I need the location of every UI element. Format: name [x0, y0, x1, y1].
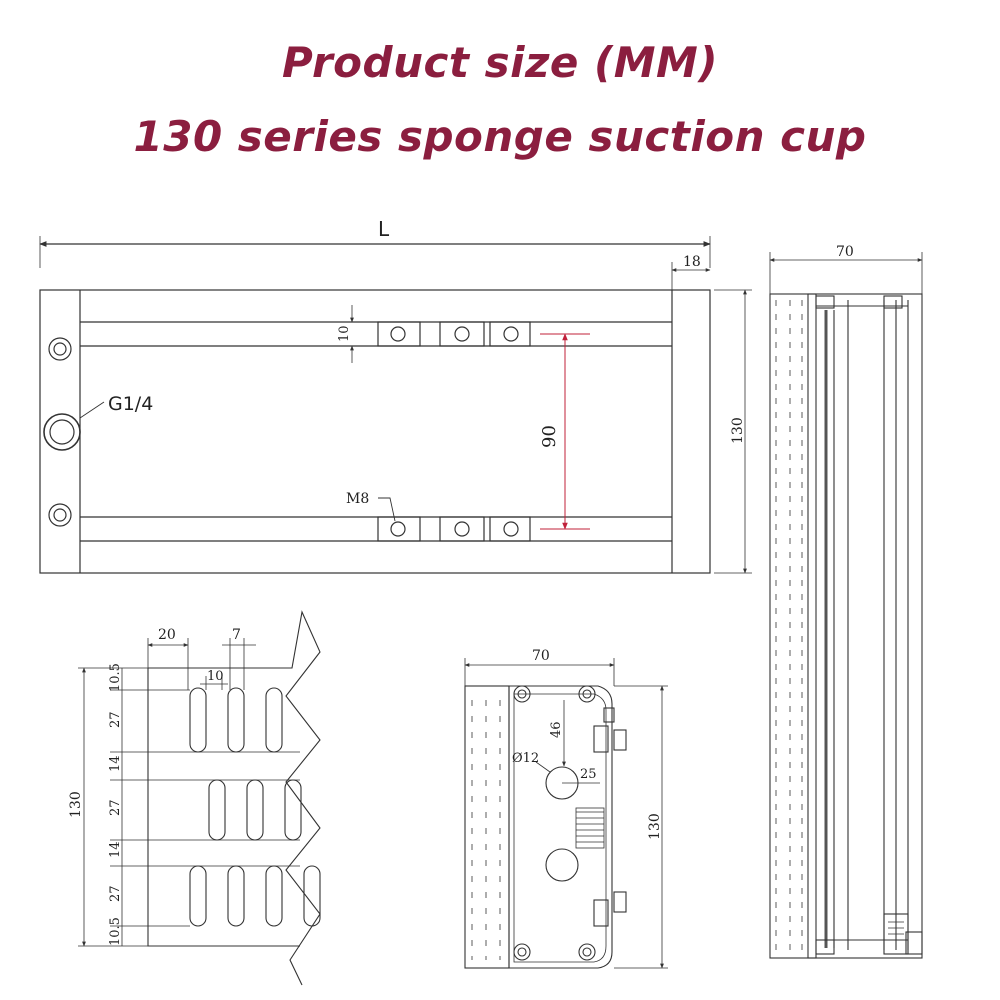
end-width-label: 18: [683, 254, 701, 270]
hole-offset-v-label: 46: [549, 721, 564, 738]
end-view-body: [508, 685, 613, 969]
hole-offset-h-label: 25: [580, 767, 597, 782]
slot-gap-label: 10: [207, 669, 224, 684]
sponge-outline: [147, 610, 321, 986]
mount-hole: [503, 326, 519, 342]
sponge-pattern-view: 20 7 10 130: [68, 610, 321, 986]
rail-width-label: 10: [337, 325, 352, 342]
title-line-1: Product size (MM): [281, 38, 719, 87]
thread-label: M8: [346, 491, 369, 507]
port-label: G1/4: [108, 393, 153, 415]
row-dim-label: 10.5: [108, 663, 123, 692]
side-view-body: [769, 293, 923, 959]
mount-hole: [390, 521, 406, 537]
end-view: 70 46 Ø12 25 130: [464, 648, 668, 969]
end-width-label: 70: [532, 648, 550, 664]
top-view-body: [39, 289, 711, 574]
title-line-2: 130 series sponge suction cup: [133, 112, 867, 161]
side-view: 70: [769, 244, 923, 959]
hole-spacing-label: 90: [539, 425, 560, 448]
top-view: L 18 10: [39, 217, 752, 574]
mount-hole: [454, 521, 470, 537]
row-dim-label: 27: [108, 885, 123, 902]
row-dim-label: 14: [108, 841, 123, 858]
mount-hole: [454, 326, 470, 342]
end-height-label: 130: [647, 813, 663, 840]
pitch-label: 20: [158, 627, 176, 643]
side-width-label: 70: [836, 244, 854, 260]
air-port-icon: [43, 413, 81, 451]
spring-icon: [576, 811, 604, 843]
mount-hole: [503, 521, 519, 537]
row-dim-label: 14: [108, 755, 123, 772]
row-dim-label: 27: [108, 799, 123, 816]
hole-diameter-label: Ø12: [512, 751, 539, 766]
slot-width-label: 7: [232, 627, 241, 643]
row-dim-label: 27: [108, 711, 123, 728]
row-dim-label: 10.5: [108, 917, 123, 946]
length-label: L: [378, 217, 390, 241]
vacuum-hole: [545, 848, 579, 882]
top-height-label: 130: [730, 417, 746, 444]
mount-hole: [390, 326, 406, 342]
sponge-height-label: 130: [68, 791, 84, 818]
